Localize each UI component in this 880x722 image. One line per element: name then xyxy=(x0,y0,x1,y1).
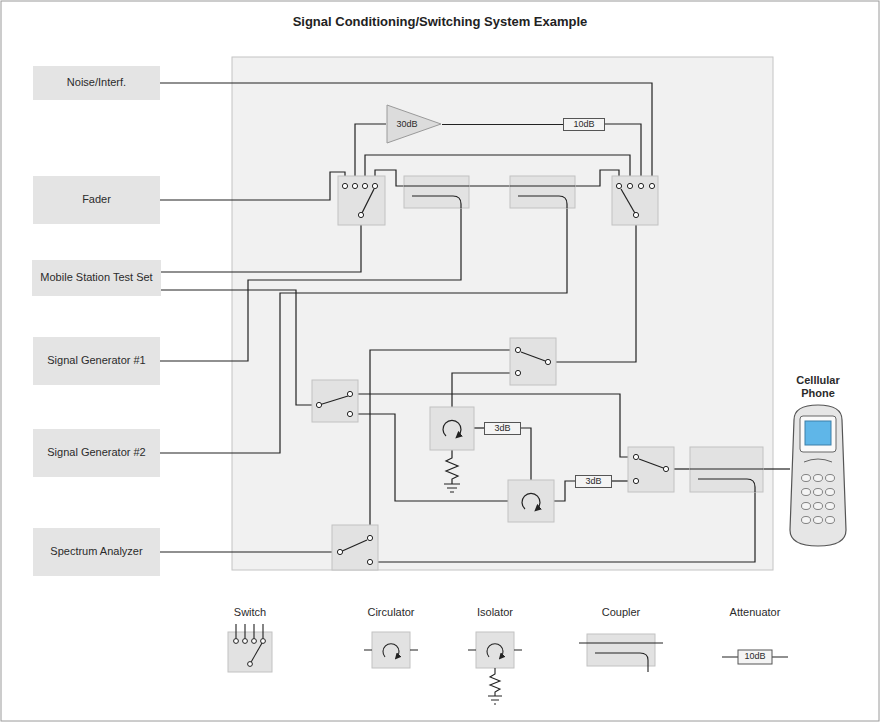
attenuator-box: 3dB xyxy=(484,422,521,435)
node-label: Celllular Phone xyxy=(780,374,856,400)
node-label: Noise/Interf. xyxy=(67,76,126,89)
node-text-group: Signal Generator #1 xyxy=(47,354,145,367)
symbol-label: 10dB xyxy=(744,651,765,662)
node-text-group: 10dB xyxy=(573,119,594,130)
node-label: 10dB xyxy=(573,119,594,130)
legend-label: Circulator xyxy=(367,606,414,618)
node-text-group: Fader xyxy=(82,193,111,206)
signal-wire xyxy=(442,124,563,125)
phone-illustration xyxy=(790,405,846,546)
node-text-group: 3dB xyxy=(494,423,510,434)
node-text-group: 3dB xyxy=(585,476,601,487)
instrument-box: Spectrum Analyzer xyxy=(33,528,160,576)
node-label: 3dB xyxy=(585,476,601,487)
legend-label: Attenuator xyxy=(730,606,781,618)
instrument-box: Noise/Interf. xyxy=(33,66,160,100)
node-text-group: Mobile Station Test Set xyxy=(40,271,152,284)
legend-label: Switch xyxy=(234,606,266,618)
node-label: Fader xyxy=(82,193,111,206)
node-text-group: Celllular Phone xyxy=(780,374,856,400)
node-text-group: 30dB xyxy=(396,119,417,130)
node-label: Signal Generator #2 xyxy=(47,446,145,459)
node-label: Spectrum Analyzer xyxy=(50,545,142,558)
attenuator-box: 3dB xyxy=(575,475,612,488)
node-label: 30dB xyxy=(396,119,417,130)
legend-label: Isolator xyxy=(477,606,513,618)
instrument-box: Mobile Station Test Set xyxy=(32,260,161,296)
node-text-group: Spectrum Analyzer xyxy=(50,545,142,558)
node-label: Mobile Station Test Set xyxy=(40,271,152,284)
node-label: 3dB xyxy=(494,423,510,434)
node-text-group: Noise/Interf. xyxy=(67,76,126,89)
instrument-box: Fader xyxy=(33,176,160,224)
node-text-group: Signal Generator #2 xyxy=(47,446,145,459)
legend-label: Coupler xyxy=(602,606,641,618)
node-label: Signal Generator #1 xyxy=(47,354,145,367)
instrument-box: Signal Generator #2 xyxy=(33,429,160,477)
amplifier: 30dB xyxy=(386,104,442,144)
diagram-title: Signal Conditioning/Switching System Exa… xyxy=(0,14,880,29)
phone-label: Celllular Phone xyxy=(780,360,856,400)
attenuator-box: 10dB xyxy=(563,118,605,131)
instrument-box: Signal Generator #1 xyxy=(33,337,160,385)
